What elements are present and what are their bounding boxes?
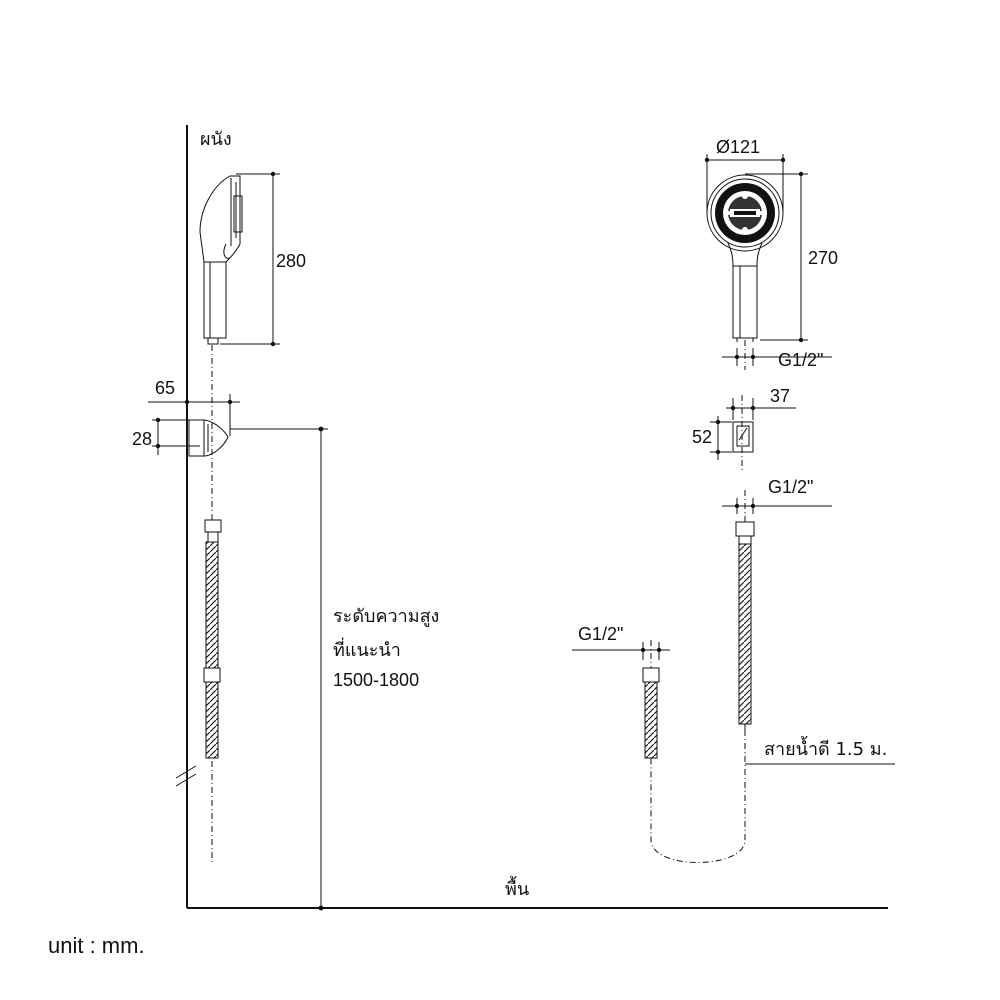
dim-thread-hose-top <box>722 498 832 514</box>
dim-head-diameter <box>704 154 786 213</box>
dim-holder-front-height <box>710 416 732 460</box>
dim-label-52: 52 <box>692 427 712 447</box>
dim-label-28: 28 <box>132 429 152 449</box>
break-mark <box>175 765 197 779</box>
hose-length-label: สายน้ำดี 1.5 ม. <box>764 736 887 760</box>
handshower-side <box>199 175 243 345</box>
wall-label: ผนัง <box>200 129 232 150</box>
dim-handshower-side <box>220 171 280 347</box>
dim-thread-hose-bottom <box>572 642 670 660</box>
holder-side <box>188 419 229 457</box>
holder-front <box>732 421 754 453</box>
dim-label-thread-hose-bottom: G1/2" <box>578 624 623 644</box>
hose-front <box>642 521 755 863</box>
hose-side <box>203 519 222 759</box>
handshower-front <box>706 174 784 342</box>
dim-holder-height <box>152 417 200 455</box>
break-mark <box>175 773 197 787</box>
dim-label-65: 65 <box>155 378 175 398</box>
dim-holder-projection <box>148 394 240 436</box>
dim-label-280: 280 <box>276 251 306 271</box>
floor-label: พื้น <box>505 876 529 900</box>
recommended-height-value: 1500-1800 <box>333 670 419 690</box>
side-view <box>148 125 888 911</box>
dim-label-270: 270 <box>808 248 838 268</box>
front-view <box>572 154 895 863</box>
dim-label-37: 37 <box>770 386 790 406</box>
recommended-height-line2: ที่แนะนำ <box>333 637 401 661</box>
dim-recommended-height <box>230 426 328 911</box>
dim-holder-width <box>726 398 796 420</box>
recommended-height-line1: ระดับความสูง <box>333 606 439 627</box>
dim-thread-handshower <box>722 348 832 366</box>
dim-handshower-front <box>745 171 808 343</box>
unit-label: unit : mm. <box>48 933 145 958</box>
dim-label-thread-hose-top: G1/2" <box>768 477 813 497</box>
dim-label-thread-handshower: G1/2" <box>778 350 823 370</box>
dim-label-diameter: Ø121 <box>716 137 760 157</box>
